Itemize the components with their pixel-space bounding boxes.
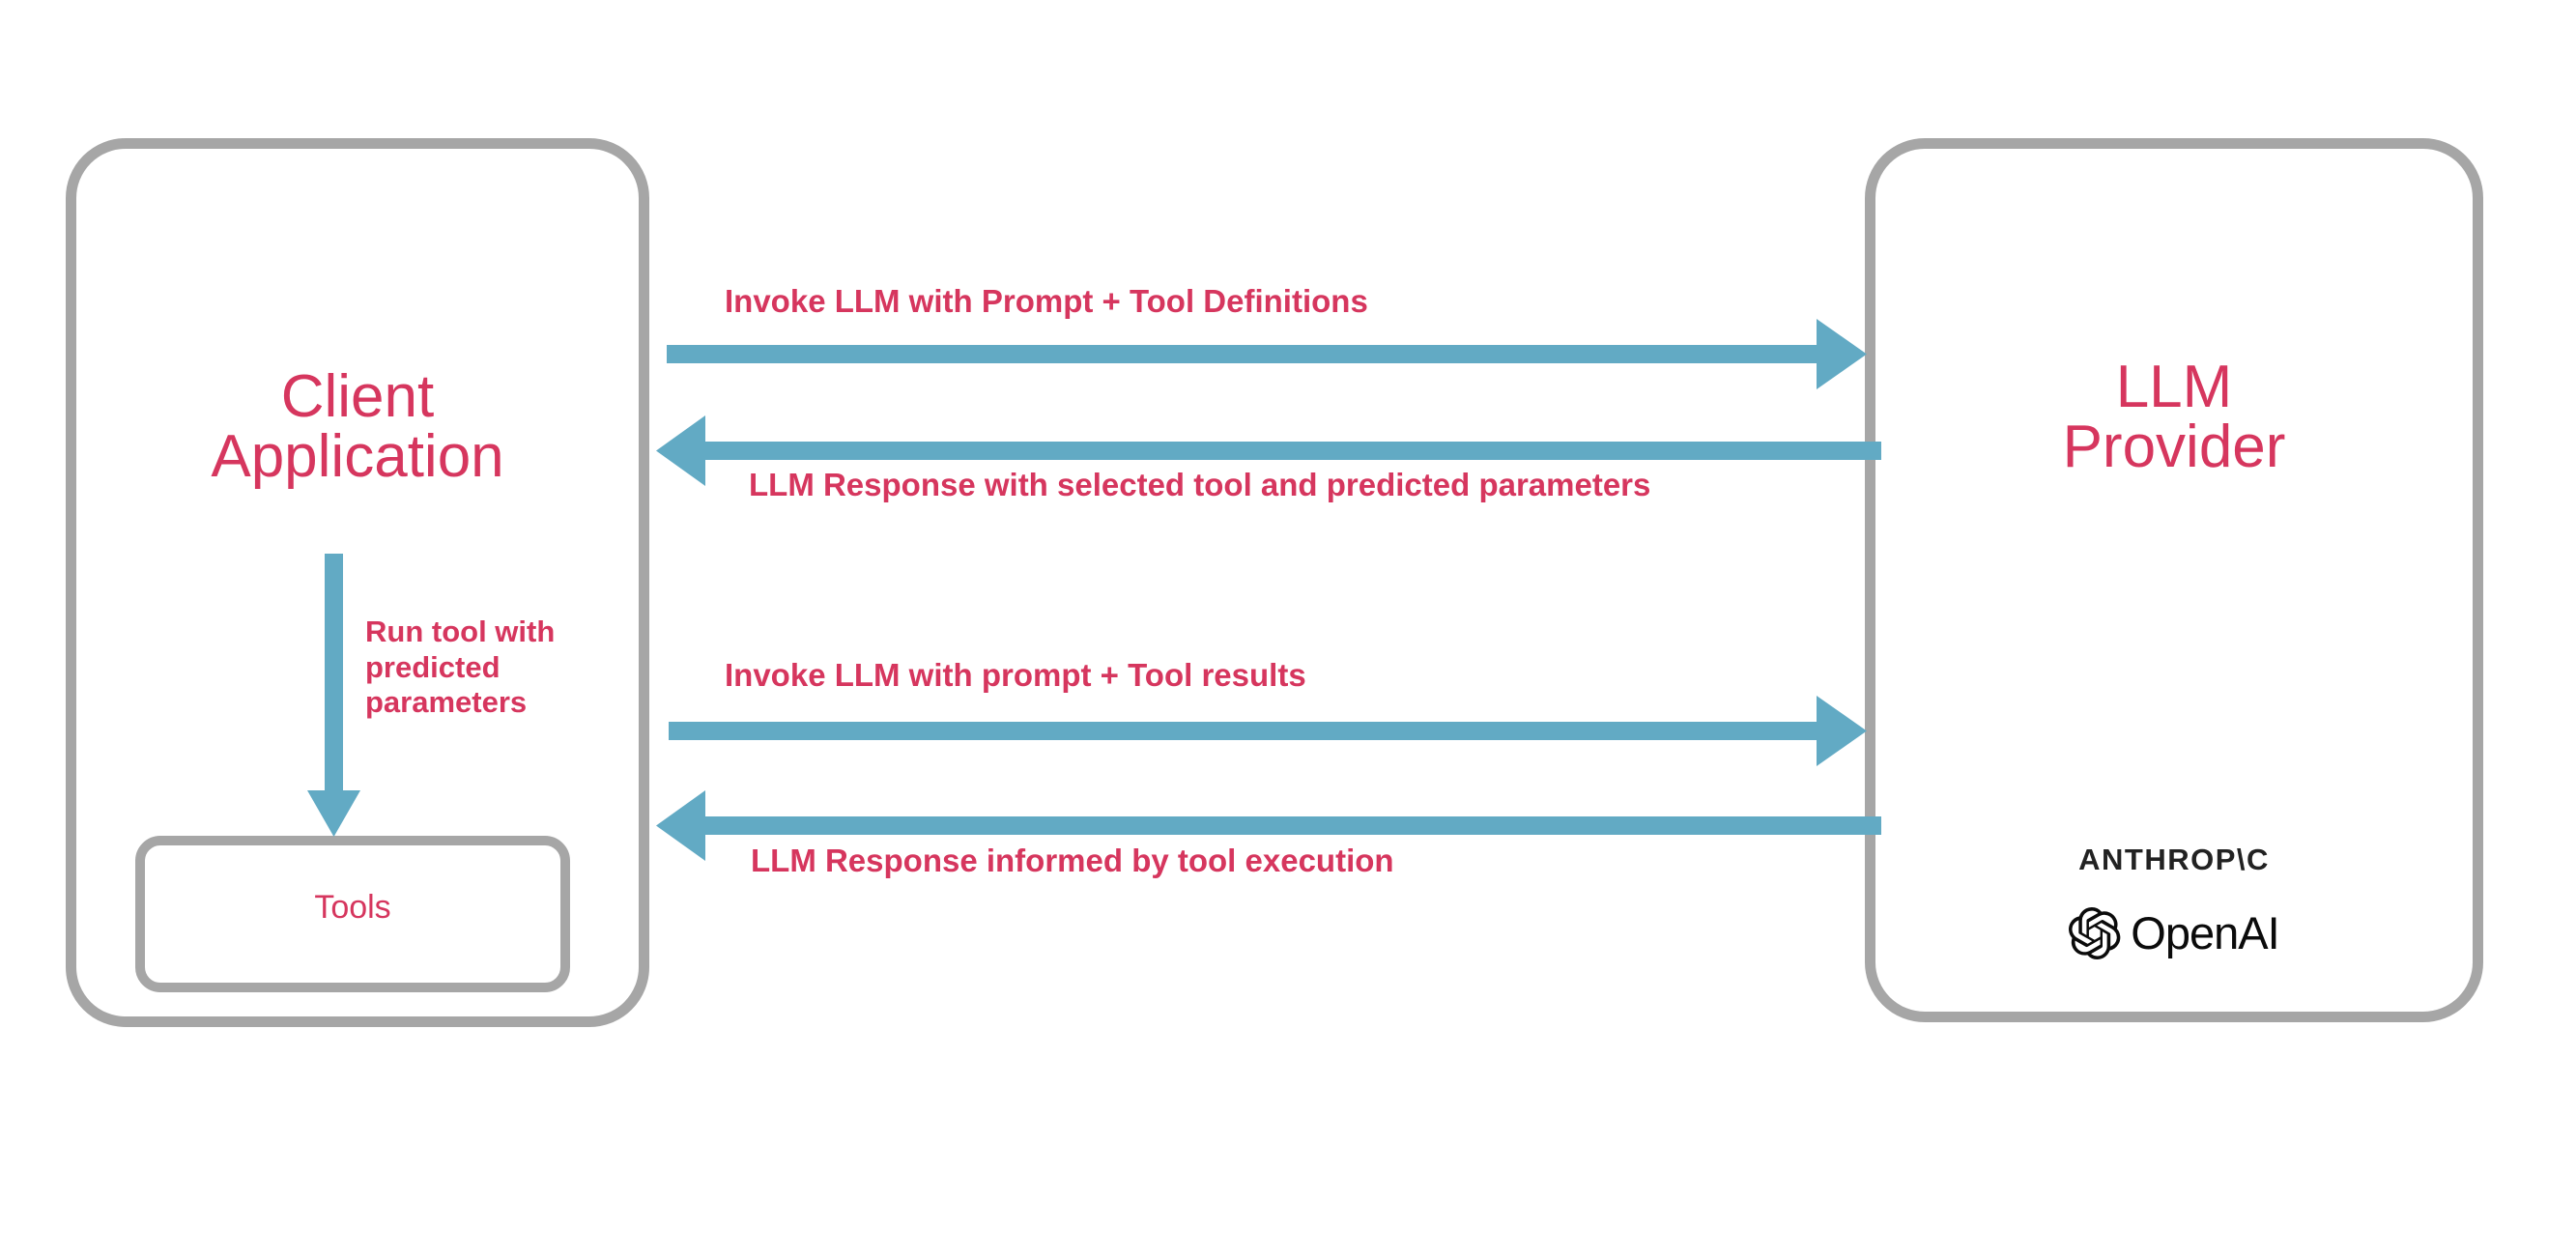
openai-logo: OpenAI (1865, 906, 2483, 959)
message-label-invoke-llm-tool-results: Invoke LLM with prompt + Tool results (725, 657, 1306, 693)
tools-box (135, 836, 570, 992)
openai-flower-icon (2069, 906, 2121, 959)
message-label-llm-response-informed: LLM Response informed by tool execution (751, 843, 1394, 878)
arrow-invoke-llm-tool-results (669, 696, 1867, 766)
run-tool-arrow-label: Run tool with predicted parameters (365, 615, 556, 720)
tools-label: Tools (314, 889, 391, 926)
client-application-title: Client Application (211, 363, 504, 490)
anthropic-logo: ANTHROP\C (2078, 843, 2270, 876)
arrow-invoke-llm-tool-definitions (667, 319, 1867, 389)
llm-provider-box (1865, 138, 2483, 1022)
message-label-llm-response-selected-tool: LLM Response with selected tool and pred… (749, 467, 1651, 502)
message-label-invoke-llm-tool-definitions: Invoke LLM with Prompt + Tool Definition… (725, 283, 1368, 319)
llm-provider-title: LLM Provider (2062, 354, 2286, 480)
openai-wordmark: OpenAI (2131, 907, 2279, 958)
